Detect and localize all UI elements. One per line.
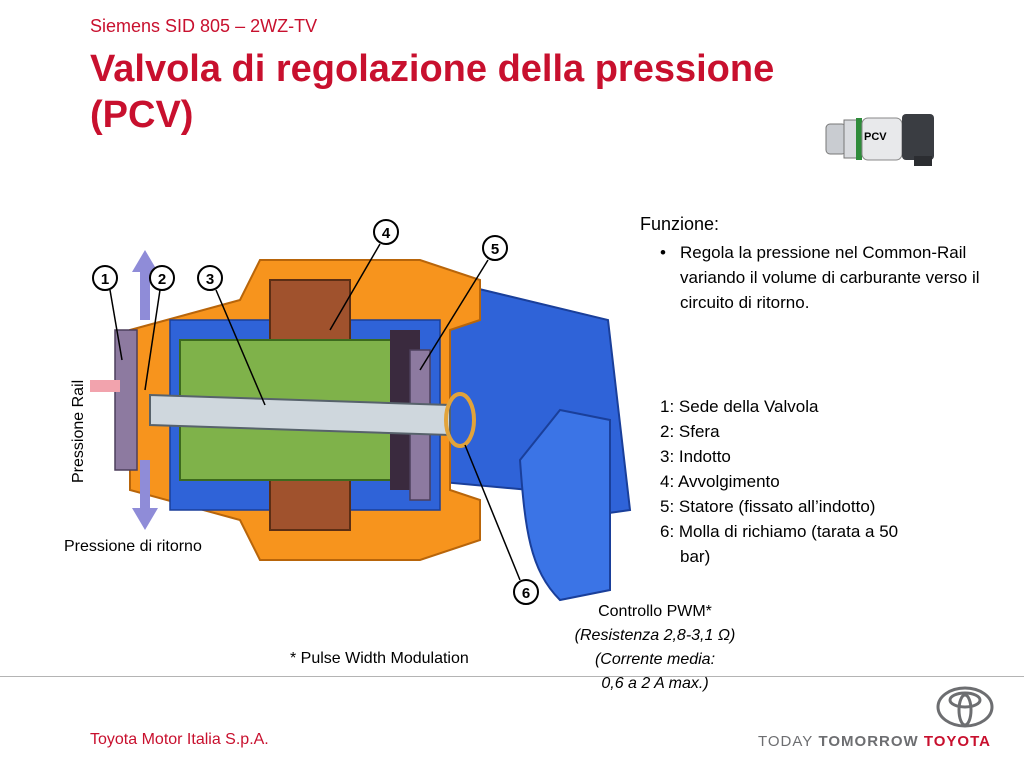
callout-2: 2 [144, 265, 175, 391]
toyota-logo-icon [936, 686, 994, 728]
pwm-title: Controllo PWM* [598, 603, 712, 620]
pwm-current-1: (Corrente media: [594, 651, 716, 668]
callout-5: 5 [419, 235, 508, 371]
legend-item: 5: Statore (fissato all’indotto) [660, 497, 876, 516]
function-line-1: Regola la pressione nel Common-Rail [680, 243, 967, 262]
legend-item: 1: Sede della Valvola [660, 397, 819, 416]
pressure-rail-label: Pressione Rail [70, 379, 87, 483]
callout-1: 1 [92, 265, 123, 361]
slide-subtitle: Siemens SID 805 – 2WZ-TV [90, 16, 318, 36]
arrow-down [132, 460, 158, 530]
pcv-thumb-label: PCV [864, 131, 887, 143]
bullet: • [660, 243, 666, 262]
svg-text:4: 4 [382, 225, 391, 242]
legend-item-continued: bar) [680, 547, 711, 566]
svg-text:3: 3 [206, 271, 214, 288]
slogan-tomorrow: TOMORROW [818, 733, 919, 750]
legend-item: 3: Indotto [660, 447, 731, 466]
winding-top [269, 279, 351, 341]
brand-slogan: TODAY TOMORROW TOYOTA [758, 733, 991, 750]
function-title: Funzione: [640, 214, 720, 234]
callout-6: 6 [464, 444, 539, 605]
arrow-rail [90, 380, 120, 392]
svg-text:6: 6 [522, 585, 530, 602]
callout-4: 4 [329, 219, 399, 331]
pwm-footnote: * Pulse Width Modulation [290, 650, 469, 667]
legend-item-label: 6: Molla di richiamo (tarata a 50 [660, 522, 899, 541]
pcv-thumbnail: PCV [825, 114, 934, 166]
pwm-current-2: 0,6 a 2 A max.) [601, 675, 709, 692]
slide-title: Valvola di regolazione della pressione (… [90, 48, 775, 136]
svg-text:2: 2 [158, 271, 166, 288]
footer-divider [0, 676, 1024, 677]
pwm-resistance: (Resistenza 2,8-3,1 Ω) [574, 627, 736, 644]
spring [444, 392, 476, 448]
slogan-today: TODAY [758, 733, 814, 750]
company-name: Toyota Motor Italia S.p.A. [90, 731, 269, 748]
legend-item: 6: Molla di richiamo (tarata a 50 bar) [660, 519, 1000, 569]
pcv-cross-section-diagram: 1 2 3 4 5 6 [90, 219, 632, 605]
arrow-up [132, 250, 158, 320]
function-description: • Regola la pressione nel Common-Rail va… [660, 240, 1000, 315]
legend-item: 2: Sfera [660, 422, 720, 441]
legend-item: 4: Avvolgimento [660, 472, 780, 491]
pwm-control-info: Controllo PWM* (Resistenza 2,8-3,1 Ω) (C… [540, 600, 770, 696]
svg-text:5: 5 [491, 241, 499, 258]
svg-text:1: 1 [101, 271, 109, 288]
function-line-2: variando il volume di carburante verso i… [680, 268, 980, 312]
blue-connector [518, 408, 611, 602]
parts-legend: 1: Sede della Valvola 2: Sfera 3: Indott… [660, 394, 1000, 569]
callout-3: 3 [197, 265, 266, 406]
valve-seat [114, 329, 138, 471]
pressure-return-label: Pressione di ritorno [64, 538, 202, 555]
slogan-brand: TOYOTA [923, 733, 991, 750]
